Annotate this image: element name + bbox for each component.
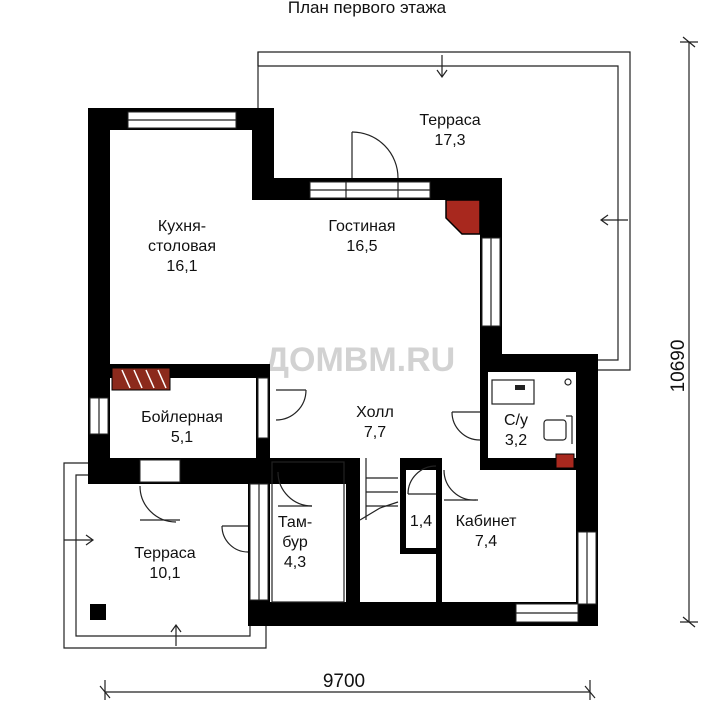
bathroom-vent [555,453,575,469]
doors [139,131,481,553]
dimension-width-line [99,680,596,700]
terrace-left-outline [63,462,267,649]
terrace-left-name: Терраса [134,545,195,562]
boiler-equipment [111,367,171,391]
terrace-top-area: 17,3 [434,132,465,149]
vestibule-area: 4,3 [284,554,306,571]
terrace-top-outline [257,51,631,371]
hall-name: Холл [356,404,394,421]
hall-area: 7,7 [364,424,386,441]
dimension-height: 10690 [668,340,689,393]
boiler-name: Бойлерная [141,409,223,426]
bathroom-name: С/у [504,412,528,429]
living-area: 16,5 [346,238,377,255]
terrace-top-name: Терраса [419,112,480,129]
boiler-area: 5,1 [171,429,193,446]
watermark: ДОМВМ.RU [265,341,455,379]
office-name: Кабинет [456,513,518,530]
vestibule-name-line1: Там- [278,514,312,531]
storage-area: 1,4 [410,513,432,530]
windows [89,111,597,623]
stairs [271,458,399,603]
bathroom-fixtures [491,378,573,444]
office-area: 7,4 [475,533,497,550]
kitchen-area: 16,1 [166,258,197,275]
kitchen-name-line1: Кухня- [158,218,206,235]
kitchen-name-line2: столовая [148,238,216,255]
plan-title: План первого этажа [288,0,447,17]
dimension-width: 9700 [323,671,365,692]
terrace-left-area: 10,1 [149,565,180,582]
living-name: Гостиная [328,218,395,235]
vestibule-name-line2: бур [282,534,308,551]
dimension-height-line [680,36,698,628]
bathroom-area: 3,2 [505,432,527,449]
fireplace [445,199,481,235]
